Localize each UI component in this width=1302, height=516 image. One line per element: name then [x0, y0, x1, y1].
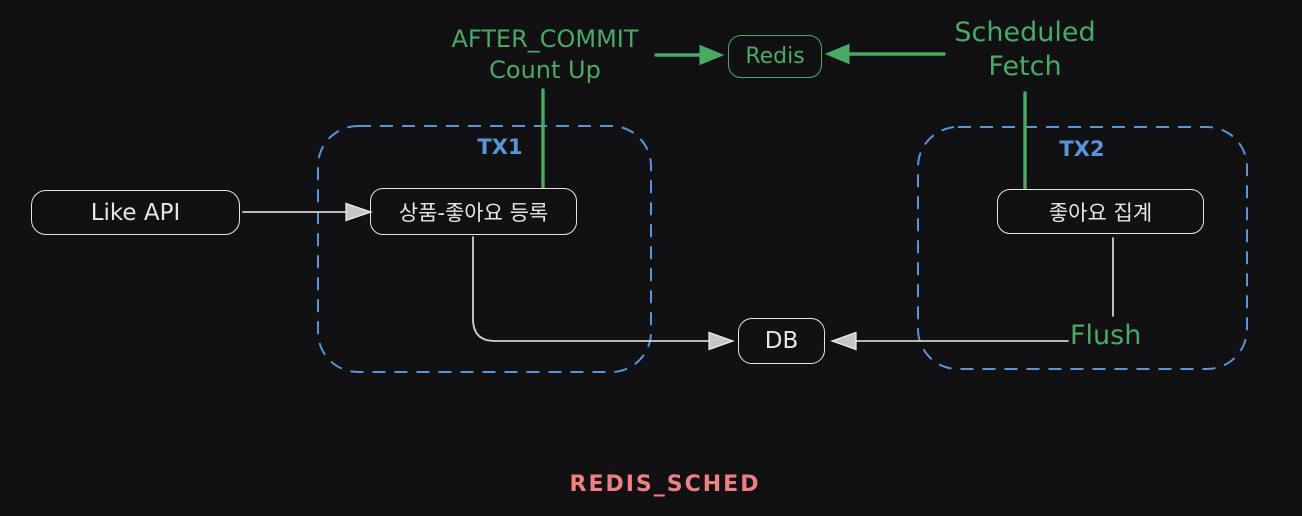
scheduled-line2: Fetch [988, 51, 1062, 82]
tx2-label-text: TX2 [1059, 137, 1105, 161]
after-commit-line2: Count Up [489, 56, 601, 84]
tx1-group-outline [317, 125, 652, 373]
after-commit-line1: AFTER_COMMIT [451, 25, 639, 53]
scheduled-fetch-annotation: Scheduled Fetch [930, 16, 1120, 84]
aggregate-like-node-label: 좋아요 집계 [1048, 200, 1153, 225]
footer-tag-text: REDIS_SCHED [569, 472, 761, 497]
like-api-to-register-arrowhead [345, 202, 373, 222]
tx1-group-label: TX1 [445, 135, 555, 159]
tx1-label-text: TX1 [477, 135, 523, 159]
like-api-node-label: Like API [90, 199, 181, 226]
flush-to-db-arrowhead [830, 331, 857, 351]
scheduled-to-redis-arrowhead [824, 43, 850, 65]
register-like-node: 상품-좋아요 등록 [370, 188, 577, 235]
redis-node-label: Redis [745, 44, 805, 69]
flush-label-text: Flush [1070, 320, 1142, 351]
aggregate-like-node: 좋아요 집계 [997, 189, 1204, 234]
footer-tag: REDIS_SCHED [515, 472, 815, 497]
register-like-node-label: 상품-좋아요 등록 [398, 200, 549, 225]
register-to-db-arrowhead [708, 331, 735, 351]
tx2-group-label: TX2 [1027, 137, 1137, 161]
db-node: DB [738, 318, 825, 364]
register-to-db-path [472, 236, 710, 342]
after-commit-to-redis-arrowhead [699, 44, 725, 66]
after-commit-annotation: AFTER_COMMIT Count Up [410, 24, 680, 86]
tx2-group-outline [917, 126, 1248, 370]
db-node-label: DB [764, 328, 799, 354]
flush-annotation: Flush [1070, 320, 1141, 351]
like-api-node: Like API [31, 190, 240, 235]
redis-node: Redis [728, 35, 822, 78]
scheduled-line1: Scheduled [954, 17, 1096, 48]
